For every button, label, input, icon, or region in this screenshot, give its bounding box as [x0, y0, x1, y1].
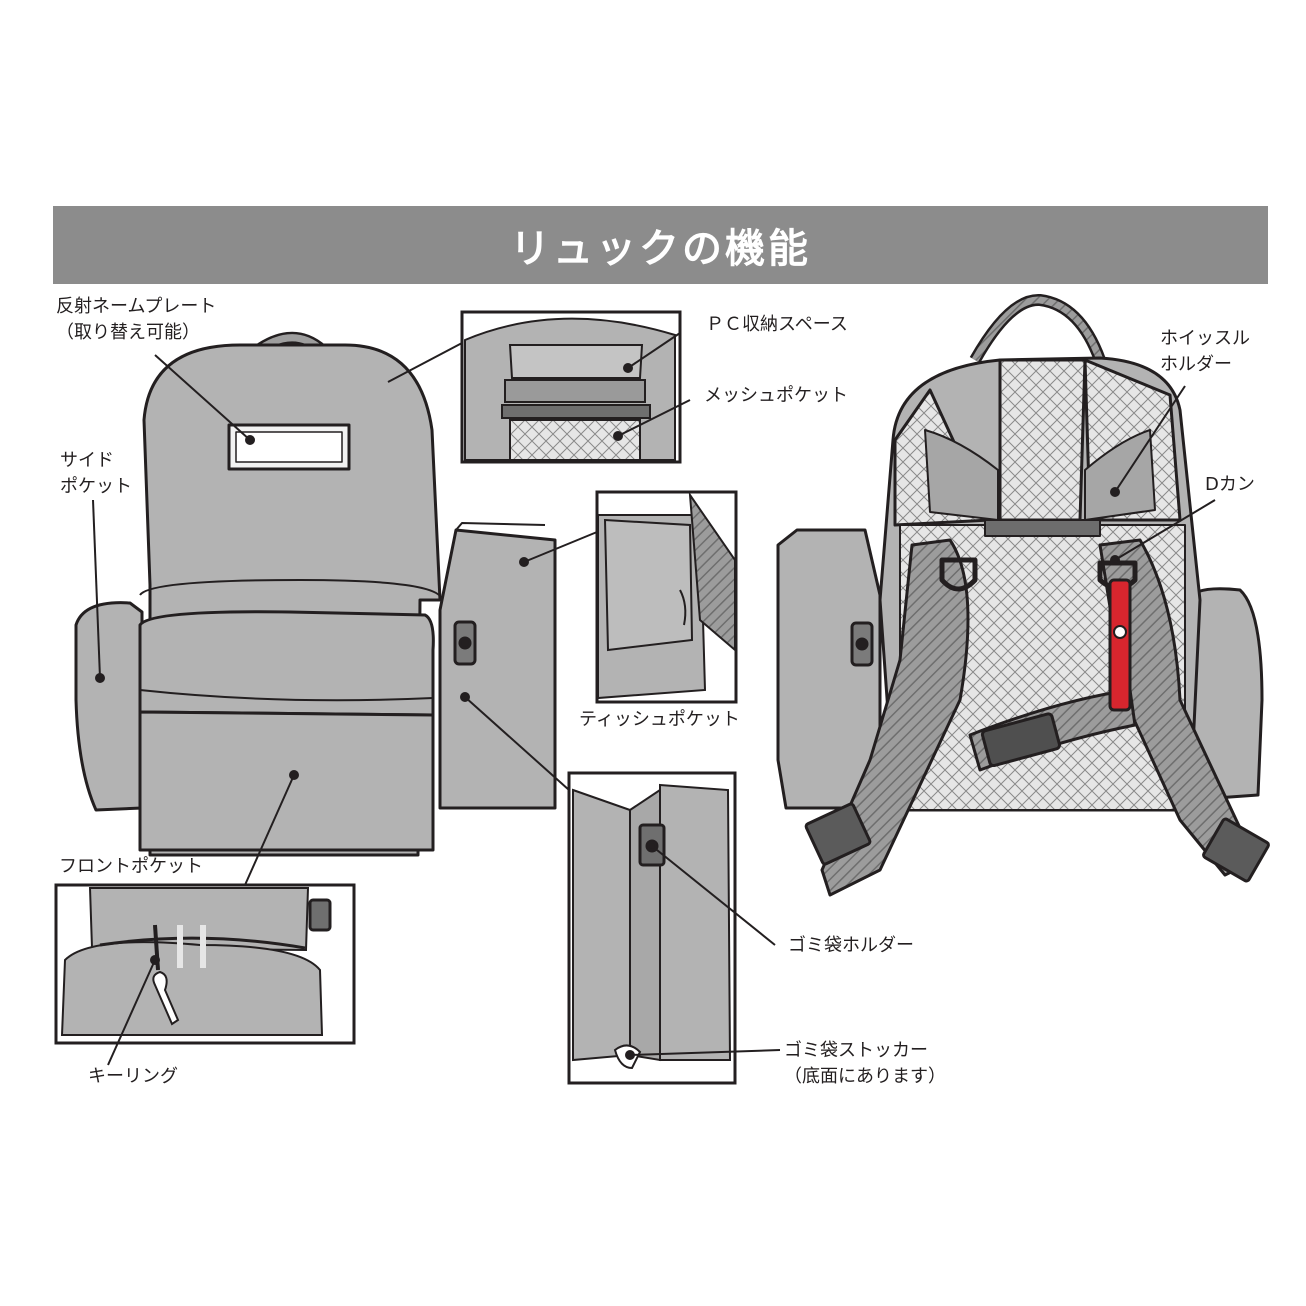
label-whistle-holder-line2: ホルダー	[1160, 354, 1232, 375]
label-side-pocket-line2: ポケット	[60, 476, 132, 497]
label-whistle-holder: ホイッスル ホルダー	[1160, 326, 1250, 378]
back-left-pocket	[776, 528, 882, 810]
label-front-pocket: フロントポケット	[59, 856, 203, 877]
label-mesh-pocket: メッシュポケット	[704, 385, 848, 406]
right-side-pocket	[438, 528, 557, 810]
back-backpack-illustration	[776, 294, 1270, 897]
label-side-pocket-line1: サイド	[60, 450, 114, 471]
left-shoulder-strap	[820, 538, 970, 897]
chest-buckle	[980, 712, 1061, 768]
zipper-line	[139, 579, 443, 601]
inset-pc-space	[460, 310, 682, 464]
label-name-plate: 反射ネームプレート （取り替え可能）	[56, 294, 216, 346]
label-whistle-holder-line1: ホイッスル	[1160, 328, 1250, 349]
left-side-pocket	[74, 601, 144, 812]
title-bar: リュックの機能	[53, 206, 1268, 284]
back-mesh-panel	[998, 358, 1087, 522]
right-buckle-piece	[1202, 817, 1270, 883]
label-name-plate-line2: （取り替え可能）	[56, 322, 200, 343]
whistle-holder-strap	[1108, 578, 1132, 712]
key-icon	[152, 970, 180, 1026]
label-pc-space: ＰＣ収納スペース	[706, 314, 848, 335]
left-buckle-piece	[804, 802, 872, 866]
label-trash-holder: ゴミ袋ホルダー	[788, 935, 914, 956]
inset-tissue-pocket	[595, 490, 738, 704]
d-ring-left	[939, 557, 978, 592]
label-trash-stocker-line2: （底面にあります）	[784, 1066, 946, 1087]
inset-front-pocket	[54, 883, 356, 1045]
front-backpack-illustration	[74, 331, 557, 857]
front-pocket-lower	[138, 710, 435, 852]
back-padding-right	[1084, 429, 1156, 521]
leader-lines	[92, 332, 1216, 1066]
label-trash-stocker-line1: ゴミ袋ストッカー	[784, 1040, 928, 1061]
inset-trash-holder	[567, 771, 737, 1085]
label-d-ring: Dカン	[1205, 474, 1255, 495]
label-key-ring: キーリング	[88, 1066, 178, 1087]
label-trash-stocker: ゴミ袋ストッカー （底面にあります）	[784, 1038, 946, 1090]
label-tissue-pocket: ティッシュポケット	[579, 709, 740, 730]
diagram-title: リュックの機能	[510, 226, 811, 272]
back-padding-left	[924, 429, 999, 521]
label-name-plate-line1: 反射ネームプレート	[56, 296, 217, 317]
front-pocket-flap	[138, 610, 435, 717]
inset-mesh-pocket	[509, 419, 641, 461]
label-side-pocket: サイド ポケット	[60, 448, 132, 500]
